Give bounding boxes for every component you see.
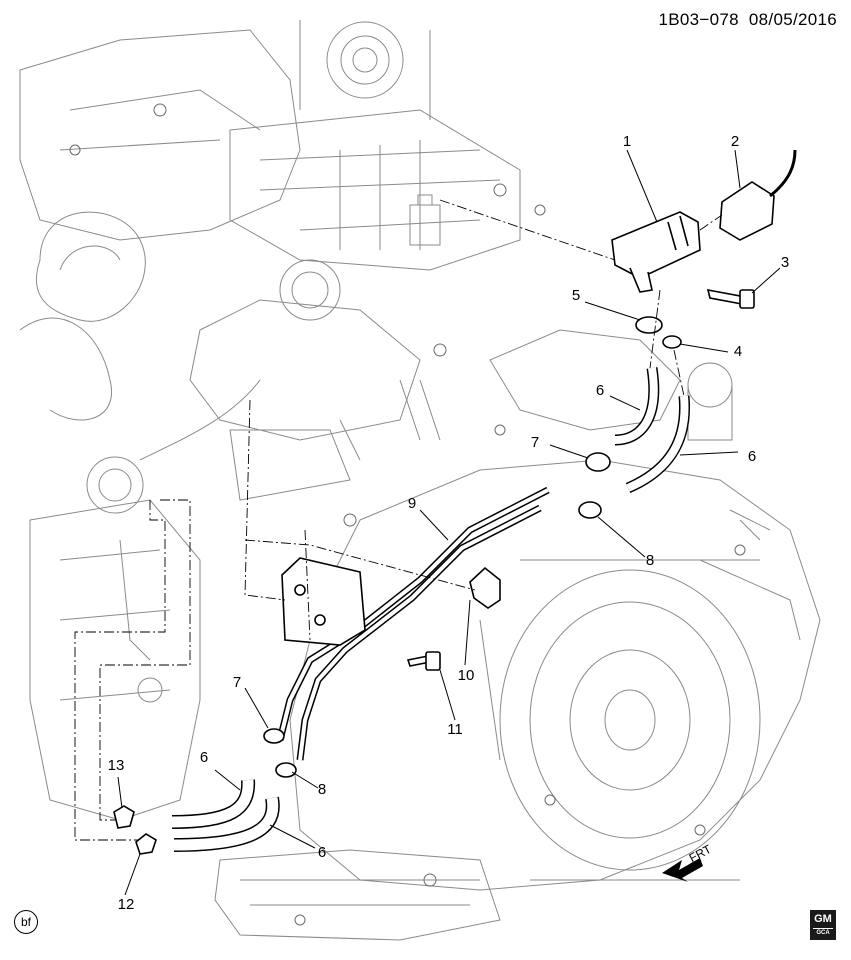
clip-4-part [662,335,682,349]
callout-2: 2 [730,133,740,150]
callout-8-lower: 8 [317,781,327,798]
callout-7-upper: 7 [530,434,540,451]
frt-arrow-icon [662,858,703,882]
bolt-part [706,288,744,306]
clamp-7-upper-part [585,452,611,472]
hose-upper-1 [614,367,660,446]
engine-background-art [19,20,821,941]
callout-11: 11 [447,721,463,738]
parts-art [113,149,797,855]
gm-logo-text: GM [814,913,832,925]
callout-6-upper-left: 6 [595,382,605,399]
callout-7-lower: 7 [232,674,242,691]
bracket-part [281,557,366,646]
callout-6-lower-left: 6 [199,749,209,766]
clamp-8-upper-part [578,501,602,519]
callout-10: 10 [457,667,475,684]
callout-13: 13 [107,757,125,774]
diagram-header: 1B03−078 08/05/2016 [658,10,837,30]
bf-mark: bf [14,910,38,934]
callout-3: 3 [780,254,790,271]
gm-logo-sub: GCA [813,928,833,936]
clip-12-part [135,833,157,855]
clamp-8-lower-part [275,762,297,778]
callout-1: 1 [622,133,632,150]
reference-lines [74,199,723,841]
callout-5: 5 [571,287,581,304]
diagram-date: 08/05/2016 [748,10,837,29]
leader-lines [117,149,781,896]
clip-13-part [113,805,135,829]
callout-12: 12 [117,896,135,913]
clamp-5-part [635,316,663,334]
clamp-7-lower-part [263,728,285,744]
callout-6-upper-right: 6 [747,448,757,465]
callout-8-upper: 8 [645,552,655,569]
callout-6-lower-right: 6 [317,844,327,861]
connector-part [719,181,775,241]
gm-logo: GM GCA [810,910,836,940]
callout-9: 9 [407,495,417,512]
pressure-sensor-part [611,211,701,279]
diagram-code: 1B03−078 [658,10,739,29]
grommet-part [469,566,501,609]
callout-4: 4 [733,343,743,360]
